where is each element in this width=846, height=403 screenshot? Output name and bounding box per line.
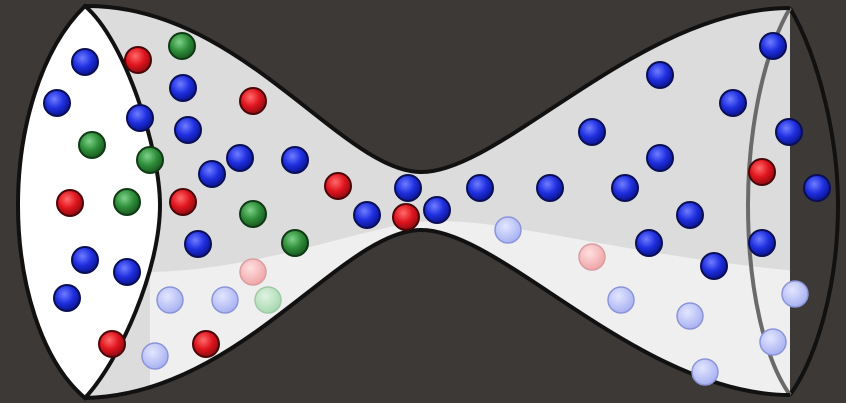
blue-particle	[804, 175, 830, 201]
green-particle	[282, 230, 308, 256]
red-particle	[240, 88, 266, 114]
blue-particle-faint	[157, 287, 183, 313]
blue-particle-faint	[495, 217, 521, 243]
blue-particle	[395, 175, 421, 201]
blue-particle	[424, 197, 450, 223]
blue-particle	[282, 147, 308, 173]
blue-particle-faint	[782, 281, 808, 307]
blue-particle	[175, 117, 201, 143]
blue-particle	[44, 90, 70, 116]
blue-particle	[354, 202, 380, 228]
red-particle	[193, 331, 219, 357]
red-particle	[57, 190, 83, 216]
blue-particle	[749, 230, 775, 256]
blue-particle	[127, 105, 153, 131]
red-particle	[170, 189, 196, 215]
blue-particle-faint	[608, 287, 634, 313]
blue-particle	[720, 90, 746, 116]
blue-particle	[776, 119, 802, 145]
blue-particle	[170, 75, 196, 101]
blue-particle	[114, 259, 140, 285]
blue-particle	[199, 161, 225, 187]
blue-particle-faint	[142, 343, 168, 369]
green-particle	[79, 132, 105, 158]
blue-particle-faint	[692, 359, 718, 385]
blue-particle	[677, 202, 703, 228]
blue-particle	[185, 231, 211, 257]
blue-particle-faint	[760, 329, 786, 355]
blue-particle	[54, 285, 80, 311]
red-particle	[99, 331, 125, 357]
blue-particle	[467, 175, 493, 201]
green-particle	[114, 189, 140, 215]
blue-particle	[647, 62, 673, 88]
blue-particle	[636, 230, 662, 256]
blue-particle-faint	[212, 287, 238, 313]
blue-particle	[760, 33, 786, 59]
green-particle	[169, 33, 195, 59]
blue-particle	[72, 247, 98, 273]
red-particle	[749, 159, 775, 185]
blue-particle	[647, 145, 673, 171]
red-particle-faint	[579, 244, 605, 270]
red-particle	[393, 204, 419, 230]
green-particle-faint	[255, 287, 281, 313]
red-particle	[325, 173, 351, 199]
green-particle	[240, 201, 266, 227]
green-particle	[137, 147, 163, 173]
blue-particle	[537, 175, 563, 201]
red-particle-faint	[240, 259, 266, 285]
blue-particle-faint	[677, 303, 703, 329]
blue-particle	[72, 49, 98, 75]
blue-particle	[227, 145, 253, 171]
blue-particle	[612, 175, 638, 201]
blue-particle	[701, 253, 727, 279]
red-particle	[125, 47, 151, 73]
blue-particle	[579, 119, 605, 145]
